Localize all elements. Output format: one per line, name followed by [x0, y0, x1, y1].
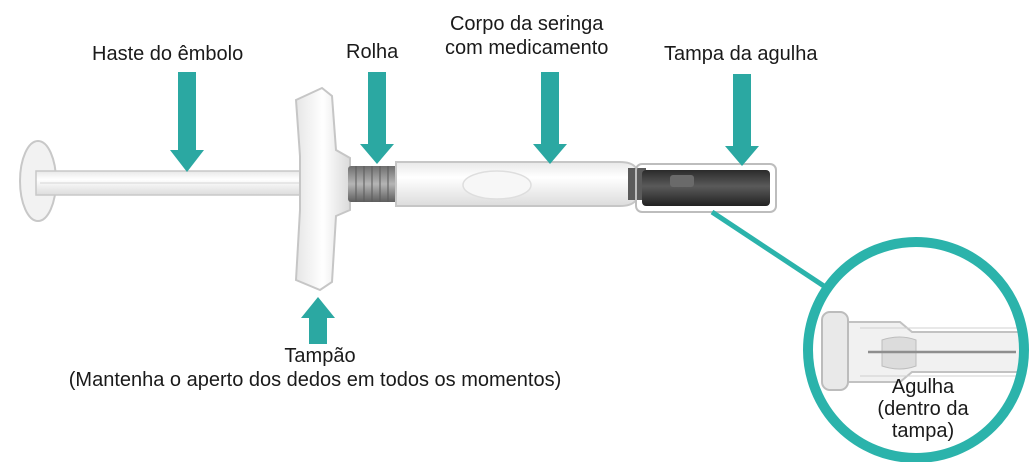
zoom-connector	[710, 209, 844, 301]
magnifier	[803, 237, 1029, 462]
syringe-body	[395, 161, 637, 207]
label-needle-cap-text: Tampa da agulha	[664, 43, 818, 65]
arrow-tampao	[301, 297, 335, 344]
label-stopper-text: Rolha	[346, 41, 399, 63]
label-syringe-body-line2: com medicamento	[445, 37, 609, 59]
label-plunger-rod: Haste do êmbolo	[92, 42, 243, 66]
label-finger-flange-line1: Tampão	[284, 345, 356, 367]
label-finger-flange-line2: (Mantenha o aperto dos dedos em todos os…	[68, 369, 562, 391]
arrow-corpo	[533, 72, 567, 164]
label-needle-line1: Agulha	[891, 376, 955, 398]
label-syringe-body-line1: Corpo da seringa	[449, 13, 604, 35]
label-plunger-rod-text: Haste do êmbolo	[92, 43, 244, 65]
plunger-rod	[19, 140, 305, 222]
label-finger-flange: Tampão (Mantenha o aperto dos dedos em t…	[0, 344, 630, 392]
label-needle-cap: Tampa da agulha	[664, 42, 817, 66]
needle-cap	[628, 163, 777, 213]
finger-flange	[294, 86, 351, 292]
label-needle-line2: (dentro da	[877, 398, 969, 420]
label-stopper: Rolha	[346, 40, 398, 64]
stopper	[348, 166, 398, 202]
label-needle-line3: tampa)	[891, 420, 955, 442]
label-syringe-body: Corpo da seringa com medicamento	[445, 12, 608, 60]
arrow-rolha	[360, 72, 394, 164]
arrow-tampa	[725, 74, 759, 166]
arrow-haste	[170, 72, 204, 172]
label-needle: Agulha (dentro da tampa)	[868, 376, 978, 442]
